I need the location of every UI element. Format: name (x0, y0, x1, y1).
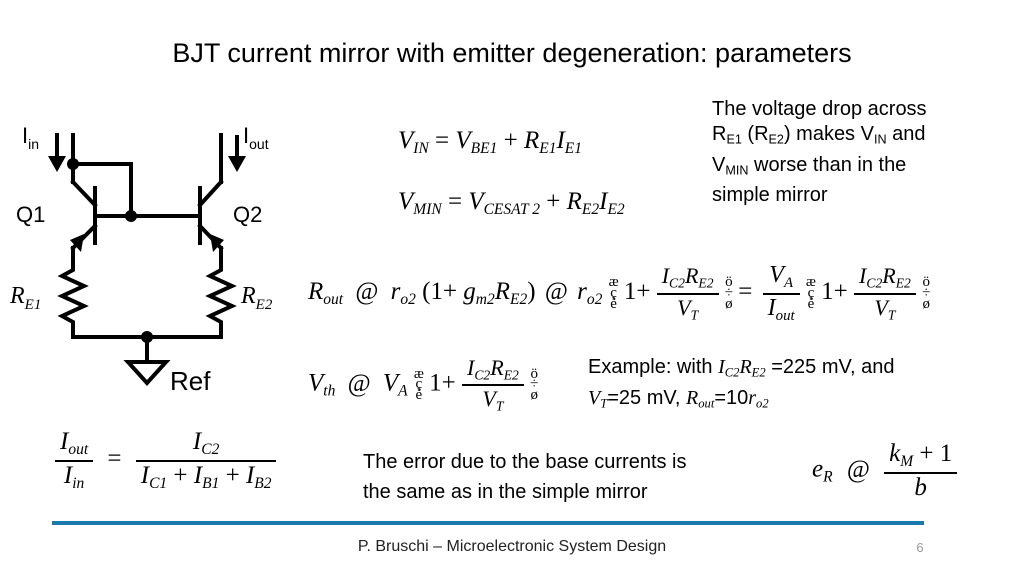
label-iout: Iout (243, 123, 269, 152)
fraction-km-plus-one-over-b: kM + 1 b (884, 440, 958, 502)
equation-vin: VIN = VBE1 + RE1IE1 (398, 127, 583, 157)
equation-vmin: VMIN = VCESAT 2 + RE2IE2 (398, 188, 625, 218)
approx-equal-symbol-2: @ (544, 277, 568, 305)
example-line-2: VT=25 mV, Rout=10ro2 (588, 386, 769, 411)
approx-equal-symbol-4: @ (846, 455, 870, 483)
fraction-icr-vt-3: IC2RE2 VT (462, 355, 524, 415)
footer-divider (52, 521, 924, 525)
approx-equal-symbol-3: @ (347, 369, 371, 397)
note-base-current-error: The error due to the base currents is th… (363, 447, 783, 507)
note-line-3: VMIN worse than in the (712, 153, 907, 178)
bracket-right-glyph: ö÷ø (724, 274, 733, 312)
fraction-ic2-over-sum: IC2 IC1 + IB1 + IB2 (135, 428, 277, 493)
approx-equal-symbol: @ (355, 277, 379, 305)
bracket-right-glyph-2: ö÷ø (922, 274, 930, 312)
example-line-1: Example: with IC2RE2 =225 mV, and (588, 356, 895, 380)
note-line-1: The voltage drop across (712, 98, 927, 120)
label-q1: Q1 (16, 202, 45, 227)
label-ground-ref: Ref (170, 366, 211, 396)
label-re1: RE1 (9, 283, 41, 313)
equation-current-ratio: Iout Iin = IC2 IC1 + IB1 + IB2 (55, 428, 277, 493)
note-voltage-drop: The voltage drop across RE1 (RE2) makes … (712, 97, 1022, 208)
fraction-va-iout: VA Iout (762, 262, 800, 325)
fraction-icr-vt-2: IC2RE2 VT (854, 263, 916, 323)
example-note: Example: with IC2RE2 =225 mV, and VT=25 … (588, 355, 988, 416)
fraction-iout-iin: Iout Iin (55, 428, 94, 493)
label-re2: RE2 (240, 283, 273, 313)
fraction-icr-vt: IC2RE2 VT (656, 263, 719, 323)
note-line-4: simple mirror (712, 184, 828, 207)
bracket-right-glyph-3: ö÷ø (530, 365, 538, 404)
circuit-diagram: Iin Iout Q1 Q2 RE1 RE2 Ref (0, 100, 300, 400)
note-line-2: RE1 (RE2) makes VIN and (712, 123, 926, 147)
page-title: BJT current mirror with emitter degenera… (172, 38, 852, 68)
equation-relative-error: eR @ kM + 1 b (812, 440, 958, 502)
footer-text: P. Bruschi – Microelectronic System Desi… (357, 538, 667, 555)
page-number: 6 (916, 540, 924, 555)
label-iin: Iin (22, 123, 39, 152)
note-bottom-line-2: the same as in the simple mirror (363, 481, 648, 503)
label-q2: Q2 (233, 202, 262, 227)
note-bottom-line-1: The error due to the base currents is (363, 451, 687, 473)
